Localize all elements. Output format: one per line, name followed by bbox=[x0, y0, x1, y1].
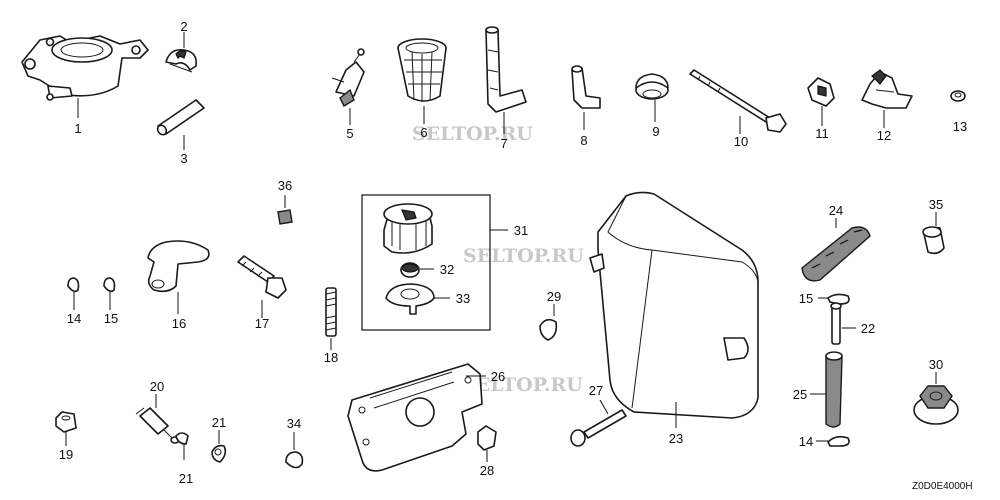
callout-25: 25 bbox=[793, 387, 807, 402]
callout-28: 28 bbox=[480, 463, 494, 478]
callout-24: 24 bbox=[829, 203, 843, 218]
nut-icon bbox=[477, 425, 497, 451]
callout-30: 30 bbox=[929, 357, 943, 372]
callout-21a: 21 bbox=[212, 415, 226, 430]
knob-icon bbox=[147, 240, 210, 293]
callout-labels: 1 2 3 5 6 7 8 9 10 11 12 13 36 31 32 33 … bbox=[59, 19, 967, 486]
diagram-code: Z0D0E4000H bbox=[912, 481, 973, 492]
nut-icon bbox=[950, 90, 966, 102]
collar-icon bbox=[922, 226, 945, 255]
callout-8: 8 bbox=[580, 133, 587, 148]
bolt-icon bbox=[237, 255, 287, 299]
cushion-icon bbox=[801, 226, 871, 282]
callout-2: 2 bbox=[180, 19, 187, 34]
plug-icon bbox=[55, 411, 77, 433]
clip-small-icon bbox=[827, 435, 850, 447]
callout-1: 1 bbox=[74, 121, 81, 136]
cap-plate-icon bbox=[385, 283, 435, 315]
callout-6: 6 bbox=[420, 125, 427, 140]
pin-icon bbox=[830, 302, 842, 345]
callout-27: 27 bbox=[589, 383, 603, 398]
callout-14b: 14 bbox=[799, 434, 813, 449]
bolt-icon bbox=[689, 69, 787, 133]
key-icon bbox=[539, 318, 558, 341]
watermark-3: SELTOP.RU bbox=[462, 374, 583, 396]
tube-icon bbox=[156, 99, 205, 136]
bolt-icon bbox=[570, 409, 627, 447]
callout-14a: 14 bbox=[67, 311, 81, 326]
clamp-small-icon bbox=[175, 432, 189, 445]
tube-long-icon bbox=[825, 351, 843, 428]
fuel-cap-icon bbox=[383, 203, 433, 254]
grommet-icon bbox=[635, 73, 669, 100]
watermark-2: SELTOP.RU bbox=[463, 245, 584, 267]
callout-29: 29 bbox=[547, 289, 561, 304]
callout-26: 26 bbox=[491, 369, 505, 384]
callout-15b: 15 bbox=[799, 291, 813, 306]
flange-nut-icon bbox=[913, 385, 959, 425]
callout-36: 36 bbox=[278, 178, 292, 193]
fuel-tube-icon bbox=[485, 26, 527, 113]
callout-20: 20 bbox=[150, 379, 164, 394]
fuel-pump-icon bbox=[21, 35, 149, 101]
clamp-small-icon bbox=[211, 444, 227, 463]
callout-31: 31 bbox=[514, 223, 528, 238]
clip-small-icon bbox=[103, 277, 116, 293]
callout-32: 32 bbox=[440, 262, 454, 277]
callout-17: 17 bbox=[255, 316, 269, 331]
clip-icon bbox=[807, 77, 835, 107]
clip-small-icon bbox=[827, 293, 850, 305]
callout-10: 10 bbox=[734, 134, 748, 149]
callout-9: 9 bbox=[652, 124, 659, 139]
callout-5: 5 bbox=[346, 126, 353, 141]
stud-icon bbox=[325, 287, 337, 337]
clamp-icon bbox=[861, 69, 913, 109]
watermark-1: SELTOP.RU bbox=[412, 123, 533, 145]
callout-11: 11 bbox=[815, 126, 829, 141]
clip-icon bbox=[165, 48, 198, 73]
gasket-icon bbox=[400, 262, 420, 278]
callout-7: 7 bbox=[500, 136, 507, 151]
callout-21b: 21 bbox=[179, 471, 193, 486]
callout-23: 23 bbox=[669, 431, 683, 446]
callout-13: 13 bbox=[953, 119, 967, 134]
heat-shield-icon bbox=[347, 363, 483, 472]
callout-22: 22 bbox=[861, 321, 875, 336]
fuel-tube-small-icon bbox=[571, 65, 601, 109]
callout-15a: 15 bbox=[104, 311, 118, 326]
clip-small-icon bbox=[285, 451, 304, 469]
callout-33: 33 bbox=[456, 291, 470, 306]
callout-3: 3 bbox=[180, 151, 187, 166]
callout-19: 19 bbox=[59, 447, 73, 462]
callout-35: 35 bbox=[929, 197, 943, 212]
fuel-strainer-icon bbox=[397, 38, 447, 102]
fuel-tank-icon bbox=[589, 191, 759, 419]
bolt-small-icon bbox=[277, 209, 293, 225]
clip-small-icon bbox=[67, 277, 80, 293]
callout-18: 18 bbox=[324, 350, 338, 365]
fuel-cock-icon bbox=[331, 48, 365, 107]
fuel-filter-icon bbox=[135, 407, 180, 444]
callout-12: 12 bbox=[877, 128, 891, 143]
callout-34: 34 bbox=[287, 416, 301, 431]
callout-16: 16 bbox=[172, 316, 186, 331]
